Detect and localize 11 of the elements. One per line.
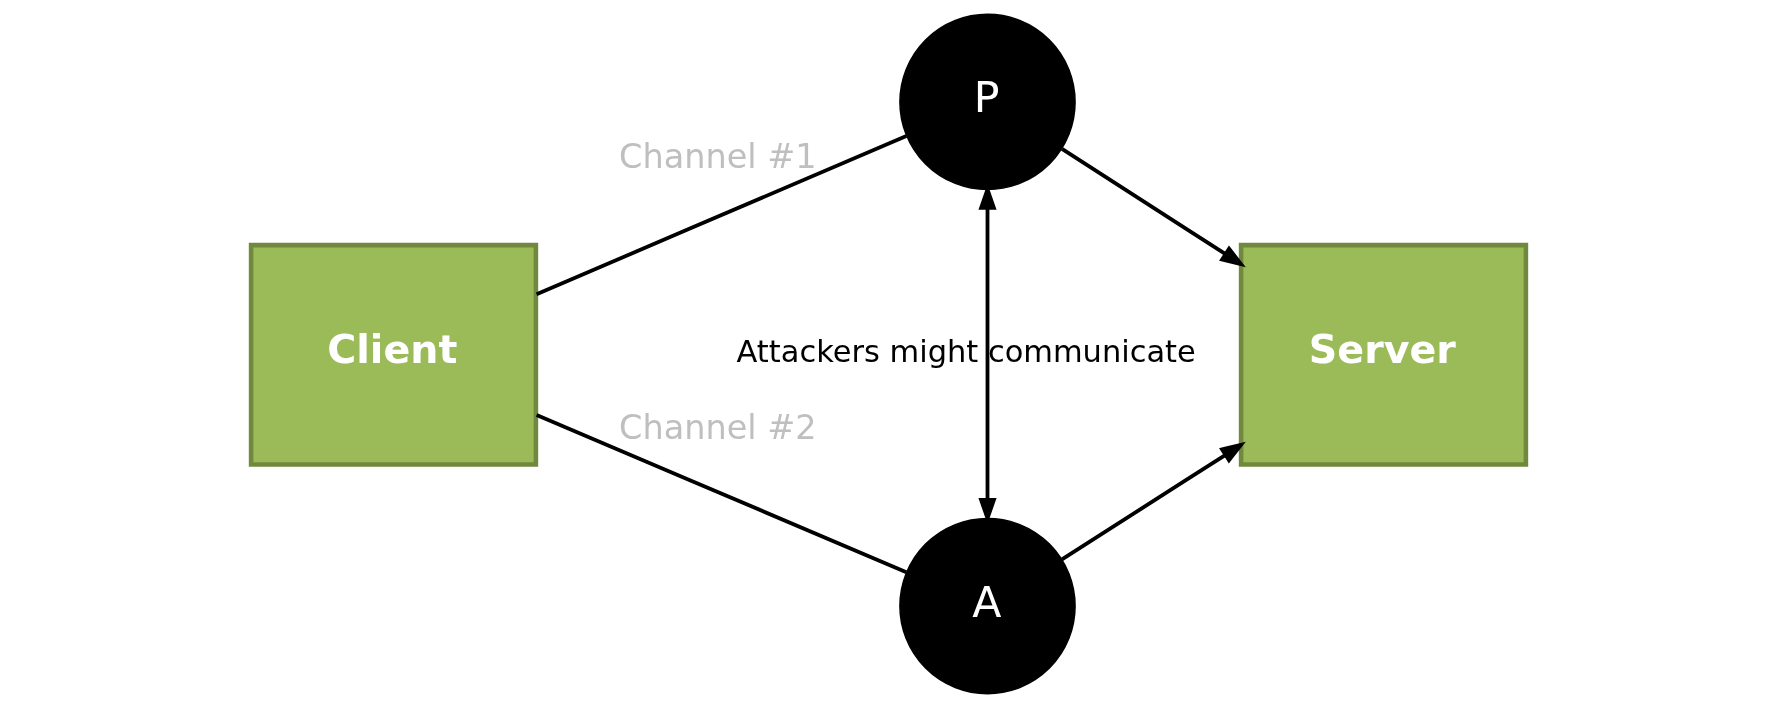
node-circle: P <box>898 13 1076 191</box>
node-box: Server <box>1238 242 1528 467</box>
edge-label: Channel #2 <box>618 408 817 448</box>
edge-label: Channel #1 <box>618 137 817 177</box>
connector <box>535 134 907 296</box>
connector <box>535 413 907 574</box>
node-box: Client <box>248 242 538 467</box>
node-circle: A <box>898 517 1076 695</box>
arrow <box>1060 441 1246 561</box>
arrow <box>1060 147 1246 268</box>
edge-label: Attackers might communicate <box>736 333 1196 369</box>
